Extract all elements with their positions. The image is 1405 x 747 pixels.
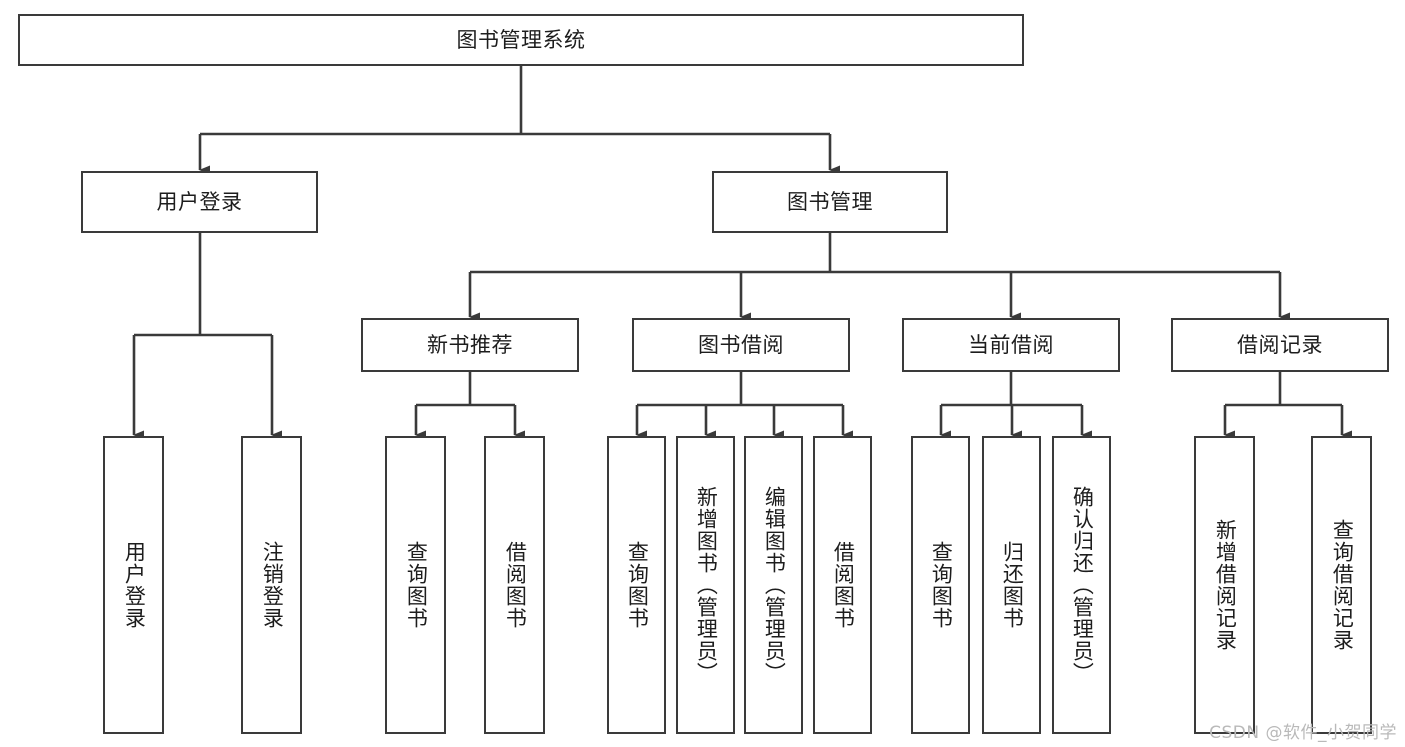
leaf-query-book-3[interactable]: 查询图书 — [911, 436, 970, 734]
node-root[interactable]: 图书管理系统 — [18, 14, 1024, 66]
leaf-query-book-1-label: 查询图书 — [404, 541, 429, 629]
leaf-borrow-book-2[interactable]: 借阅图书 — [813, 436, 872, 734]
leaf-borrow-book-1-label: 借阅图书 — [503, 541, 528, 629]
leaf-edit-book-admin-label: 编辑图书（管理员） — [762, 486, 787, 684]
leaf-borrow-book-1[interactable]: 借阅图书 — [484, 436, 545, 734]
node-root-label: 图书管理系统 — [456, 27, 586, 52]
node-book-borrow-label: 图书借阅 — [698, 332, 784, 357]
node-current-borrow[interactable]: 当前借阅 — [902, 318, 1120, 372]
leaf-query-book-1[interactable]: 查询图书 — [385, 436, 446, 734]
leaf-borrow-book-2-label: 借阅图书 — [831, 541, 856, 629]
leaf-user-login-label: 用户登录 — [122, 541, 147, 629]
leaf-query-book-2-label: 查询图书 — [625, 541, 650, 629]
node-borrow-records[interactable]: 借阅记录 — [1171, 318, 1389, 372]
leaf-user-login[interactable]: 用户登录 — [103, 436, 164, 734]
leaf-return-book-label: 归还图书 — [1000, 541, 1025, 629]
leaf-user-logout-label: 注销登录 — [260, 541, 285, 629]
leaf-add-borrow-record-label: 新增借阅记录 — [1213, 519, 1238, 651]
leaf-edit-book-admin[interactable]: 编辑图书（管理员） — [744, 436, 803, 734]
leaf-user-logout[interactable]: 注销登录 — [241, 436, 302, 734]
leaf-query-book-2[interactable]: 查询图书 — [607, 436, 666, 734]
leaf-query-borrow-record-label: 查询借阅记录 — [1330, 519, 1355, 651]
node-user-login[interactable]: 用户登录 — [81, 171, 318, 233]
leaf-add-book-admin[interactable]: 新增图书（管理员） — [676, 436, 735, 734]
leaf-return-book[interactable]: 归还图书 — [982, 436, 1041, 734]
leaf-add-borrow-record[interactable]: 新增借阅记录 — [1194, 436, 1255, 734]
leaf-add-book-admin-label: 新增图书（管理员） — [694, 486, 719, 684]
leaf-confirm-return-admin[interactable]: 确认归还（管理员） — [1052, 436, 1111, 734]
node-book-management-label: 图书管理 — [787, 189, 873, 214]
leaf-query-book-3-label: 查询图书 — [929, 541, 954, 629]
node-new-book-recommend-label: 新书推荐 — [427, 332, 513, 357]
node-book-borrow[interactable]: 图书借阅 — [632, 318, 850, 372]
node-new-book-recommend[interactable]: 新书推荐 — [361, 318, 579, 372]
node-user-login-label: 用户登录 — [156, 189, 243, 214]
node-book-management[interactable]: 图书管理 — [712, 171, 948, 233]
watermark: CSDN @软件_小贺同学 — [1209, 723, 1397, 743]
leaf-confirm-return-admin-label: 确认归还（管理员） — [1070, 486, 1095, 684]
leaf-query-borrow-record[interactable]: 查询借阅记录 — [1311, 436, 1372, 734]
node-borrow-records-label: 借阅记录 — [1237, 332, 1323, 357]
node-current-borrow-label: 当前借阅 — [968, 332, 1054, 357]
